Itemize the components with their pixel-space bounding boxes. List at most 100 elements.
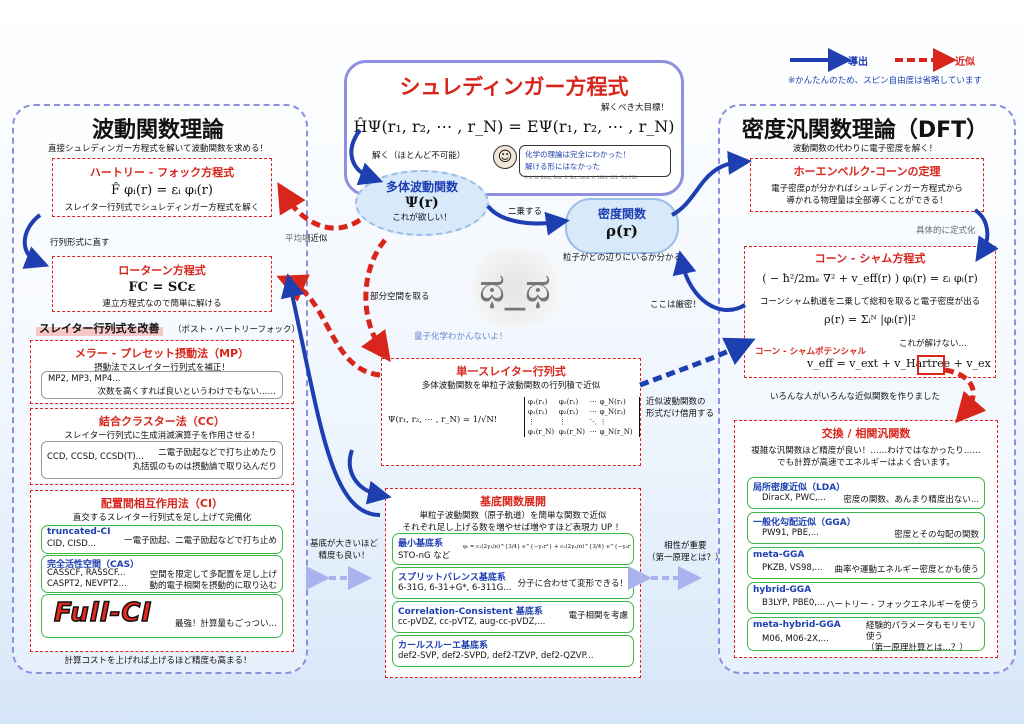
basis-item-0: 最小基底系 STO-nG など φᵢ = c₁(2γ₁/π)^{3/4} e^{… <box>392 533 634 565</box>
xc-name-4: meta-hybrid-GGA <box>753 620 841 630</box>
ks-eq: ( − ħ²/2mₑ ∇² + v_eff(r) ) φᵢ(r) = εᵢ φᵢ… <box>762 272 978 285</box>
manybody-title: 多体波動関数 <box>385 180 458 194</box>
hf-title: ハートリー - フォック方程式 <box>89 166 235 179</box>
xc-note-2: 曲率や運動エネルギー密度とかも使う <box>834 565 979 575</box>
cas-n2: 動的電子相関を摂動的に取り込む <box>149 581 277 591</box>
xc-item-0: 局所密度近似（LDA） DiracX, PWC,... 密度の関数、あんまり精度… <box>747 477 985 509</box>
basis-box: 基底関数展開 単粒子波動関数（原子軌道）を簡単な関数で近似 それぞれ足し上げる数… <box>385 488 641 678</box>
speech-line2: 解ける形にはなかった <box>525 162 600 171</box>
basis-l2: それぞれ足し上げる数を増やせば増やすほど表現力 UP ！ <box>402 523 624 533</box>
xc-name-0: 局所密度近似（LDA） <box>753 483 846 493</box>
basis-note-2: 電子相関を考慮 <box>568 611 628 621</box>
xc-name-1: 一般化勾配近似（GGA） <box>753 518 856 528</box>
xc-methods-4: M06, M06-2X,... <box>762 634 829 644</box>
xc-l1: 複雑な汎関数ほど精度が良い！……わけではなかったり…… <box>751 446 981 456</box>
slater-lhs: Ψ(r₁, r₂, ⋯ , r_N) = 1/√N! <box>388 415 498 425</box>
solve-note: 解く（ほとんど不可能） <box>372 151 466 161</box>
label-basis-big-text: 基底が大きいほど 精度も良い！ <box>310 539 379 561</box>
cas-m2: CASPT2, NEVPT2... <box>47 579 127 589</box>
label-basis-big: 基底が大きいほど 精度も良い！ <box>310 538 378 562</box>
mp-title: メラー - プレセット摂動法（MP） <box>74 347 250 360</box>
cc-note2: 丸括弧のものは摂動論で取り込んだり <box>132 462 277 472</box>
rt-eq: FC = SCε <box>128 280 196 295</box>
legend-approx-label: 近似 <box>955 57 975 68</box>
ks-rho-eq: ρ(r) = Σᵢᴺ |φᵢ(r)|² <box>824 313 916 326</box>
m30: φ₁(r_N) <box>528 428 555 436</box>
cc-title: 結合クラスター法（CC） <box>99 415 225 428</box>
basis-note-1: 分子に合わせて変形できる！ <box>517 579 628 589</box>
cc-methods-row: CCD, CCSD, CCSD(T)... 二電子励起などで打ち止めたり 丸括弧… <box>41 441 283 479</box>
tci-methods: CID, CISD... <box>47 539 96 549</box>
density-symbol: ρ(r) <box>605 222 639 240</box>
full-ci-note: 最強！計算量もごっつい… <box>174 619 277 629</box>
manybody-desire: これが欲しい！ <box>392 213 452 223</box>
basis-methods-0: STO-nG など <box>398 551 451 561</box>
dft-variety: いろんな人がいろんな近似関数を作りました <box>769 392 940 402</box>
basis-methods-3: def2-SVP, def2-SVPD, def2-TZVP, def2-QZV… <box>398 651 594 661</box>
legend-derive-label: 導出 <box>848 57 868 68</box>
basis-note-0: φᵢ = c₁(2γ₁/π)^{3/4} e^{−γ₁r²} + c₂(2γ₂/… <box>463 544 631 550</box>
ks-title: コーン - シャム方程式 <box>814 252 926 265</box>
xc-item-1: 一般化勾配近似（GGA） PW91, PBE,... 密度とその勾配の関数 <box>747 512 985 544</box>
xc-methods-1: PW91, PBE,... <box>762 528 819 538</box>
label-strict: ここは厳密！ <box>650 300 702 310</box>
rt-box: ローターン方程式 FC = SCε 連立方程式なので簡単に解ける <box>52 256 272 312</box>
label-specific: 具体的に定式化 <box>916 226 976 236</box>
manybody-node: 多体波動関数 Ψ(r) これが欲しい！ <box>355 170 489 236</box>
m01: φ₂(r₁) <box>558 398 579 406</box>
basis-name-2: Correlation-Consistent 基底系 <box>398 607 543 617</box>
cas-n1: 空間を限定して多配置を足し上げ <box>149 570 277 580</box>
schrodinger-goal: 解くべき大目標！ <box>600 103 669 113</box>
m00: φ₁(r₁) <box>528 398 548 406</box>
legend-note: ※かんたんのため、スピン自由度は省略しています <box>788 76 982 86</box>
label-approx-wf: 近似波動関数の 形式だけ借用する <box>646 396 714 420</box>
label-partial-space: 部分空間を取る <box>370 292 430 302</box>
tci-note: 一電子励起、二電子励起などで打ち止め <box>124 536 277 546</box>
m23: ⋮ <box>599 418 607 426</box>
ks-pot-eq: v_eff = v_ext + v_Hartree + v_ex <box>807 357 991 370</box>
ci-title: 配置間相互作用法（CI） <box>100 497 224 510</box>
arrow-slater-to-basis <box>347 449 392 505</box>
xc-note-0: 密度の関数、あんまり精度出ない... <box>843 495 979 505</box>
xc-note-3: ハートリー - フォックエネルギーを使う <box>826 600 979 610</box>
label-approx-wf-text: 近似波動関数の 形式だけ借用する <box>646 397 715 419</box>
label-compat: 相性が重要 （第一原理とは？） <box>647 540 724 564</box>
m21: ⋮ <box>558 418 566 426</box>
full-ci-row: Full-CI 最強！計算量もごっつい… <box>41 594 283 638</box>
wf-footer: 計算コストを上げれば上げるほど精度も高まる！ <box>64 656 252 666</box>
xc-title: 交換 / 相関汎関数 <box>821 427 911 440</box>
mp-methods: MP2, MP3, MP4... <box>48 374 121 384</box>
hf-desc: スレイター行列式でシュレディンガー方程式を解く <box>64 203 260 213</box>
speech-bubble: 化学の理論は完全にわかった！ 解ける形にはなかった <box>519 145 671 177</box>
label-square: 二乗する <box>508 207 543 217</box>
hk-l1: 電子密度ρが分かればシュレディンガー方程式から <box>771 184 963 194</box>
m11: φ₂(r₂) <box>558 408 579 416</box>
tci-row: truncated-CI CID, CISD... 一電子励起、二電子励起などで… <box>41 525 283 554</box>
schrodinger-equation: ĤΨ(r₁, r₂, ⋯ , r_N) = EΨ(r₁, r₂, ⋯ , r_N… <box>353 117 675 136</box>
cc-note1: 二電子励起などで打ち止めたり <box>158 448 277 458</box>
hk-box: ホーエンベルク-コーンの定理 電子密度ρが分かればシュレディンガー方程式から 導… <box>750 158 984 212</box>
xc-note-1: 密度とその勾配の関数 <box>894 530 979 540</box>
xc-note-4: 経験的パラメータもモリモリ使う （第一原理計算とは…？） <box>866 621 977 653</box>
wf-theory-subtitle: 直接シュレディンガー方程式を解いて波動関数を求める！ <box>48 144 268 154</box>
ci-box: 配置間相互作用法（CI） 直交するスレイター行列式を足し上げて完備化 trunc… <box>30 490 294 652</box>
rt-title: ローターン方程式 <box>118 264 206 277</box>
m32: ⋯ <box>589 428 597 436</box>
xc-methods-3: B3LYP, PBE0,... <box>762 598 826 608</box>
hk-l2: 導かれる物理量は全部導くことができる！ <box>786 196 948 206</box>
density-node: 密度関数 ρ(r) <box>565 198 679 254</box>
ks-desc: コーンシャム軌道を二乗して総和を取ると電子密度が出る <box>759 297 981 307</box>
m31: φ₂(r_N) <box>558 428 586 436</box>
cas-row: 完全活性空間（CAS） CASSCF, RASSCF... CASPT2, NE… <box>41 555 283 593</box>
dft-title: 密度汎関数理論（DFT） <box>741 118 989 143</box>
dirac-citation: P. A. M. Dirac, Proc. R. Soc. Lond. A, 1… <box>525 175 638 180</box>
xc-item-2: meta-GGA PKZB, VS98,... 曲率や運動エネルギー密度とかも使… <box>747 547 985 579</box>
xc-item-4: meta-hybrid-GGA M06, M06-2X,... 経験的パラメータ… <box>747 617 985 653</box>
cas-name: 完全活性空間（CAS） <box>47 560 140 570</box>
xc-methods-0: DiracX, PWC,... <box>762 493 826 503</box>
hf-box: ハートリー - フォック方程式 F̂ φᵢ(r) = εᵢ φᵢ(r) スレイタ… <box>52 158 272 217</box>
ks-pot-title: コーン - シャムポテンシャル <box>755 347 867 357</box>
rt-desc: 連立方程式なので簡単に解ける <box>102 299 222 309</box>
mp-desc: 摂動法でスレイター行列式を補正！ <box>94 363 230 373</box>
slater-desc: 多体波動関数を単粒子波動関数の行列積で近似 <box>421 381 601 391</box>
